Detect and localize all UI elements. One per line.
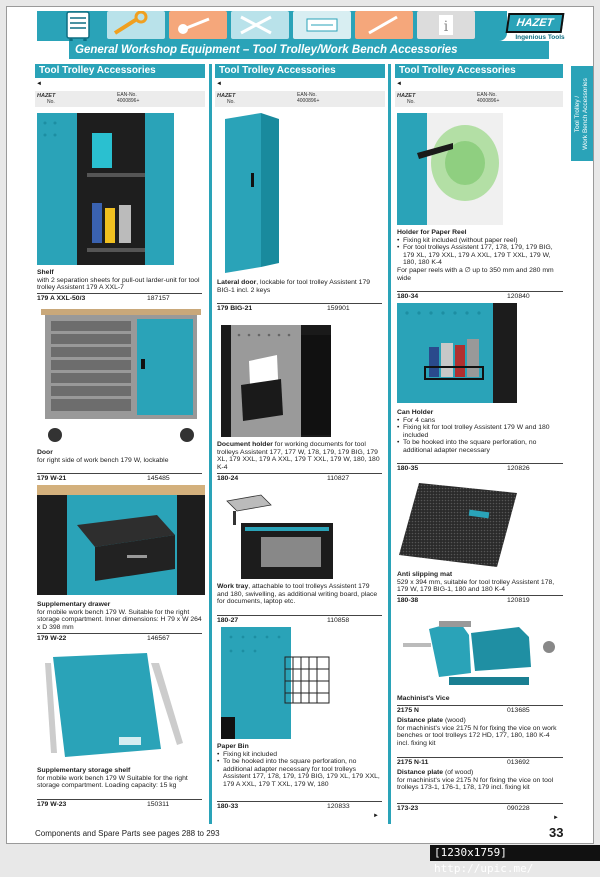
side-tab: Tool Trolley /Work Bench Accessories	[571, 66, 593, 161]
trolley-icon	[63, 10, 93, 42]
ean-header: HAZET No. EAN-No.4000896+	[395, 91, 563, 107]
column-title: Tool Trolley Accessories	[215, 64, 385, 78]
work-tray-image	[221, 493, 333, 579]
door-image	[41, 309, 201, 445]
pliers-icon	[231, 11, 289, 39]
column-title: Tool Trolley Accessories	[35, 64, 205, 78]
section-title: General Workshop Equipment – Tool Trolle…	[69, 41, 549, 59]
ean-header: HAZET No. EAN-No.4000896+	[215, 91, 385, 107]
column-divider	[209, 64, 212, 824]
paper-reel-holder-image	[397, 113, 503, 225]
product-description: Holder for Paper Reel Fixing kit include…	[397, 229, 563, 282]
product-description: Work tray, attachable to tool trolleys A…	[217, 583, 378, 606]
arrow-left-icon: ◄	[216, 81, 222, 87]
footer-note: Components and Spare Parts see pages 288…	[35, 829, 220, 838]
storage-shelf-image	[43, 653, 193, 763]
ean-header: HAZET No. EAN-No.4000896+	[35, 91, 205, 107]
side-tab-label: Tool Trolley /Work Bench Accessories	[574, 77, 589, 150]
product-description: Lateral door, lockable for tool trolley …	[217, 279, 370, 294]
column-2: Tool Trolley Accessories ◄ HAZET No. EAN…	[215, 64, 385, 107]
arrow-right-icon: ►	[373, 813, 379, 819]
product-description: Distance plate (wood)for machinist's vic…	[397, 717, 557, 747]
shelf-image	[37, 113, 174, 265]
can-holder-image	[397, 303, 517, 403]
catalog-page: i General Workshop Equipment – Tool Trol…	[6, 6, 594, 844]
product-description: Can Holder For 4 cansFixing kit for tool…	[397, 409, 563, 455]
paper-bin-image	[221, 627, 335, 739]
torque-icon	[355, 11, 413, 39]
product-description: Machinist's Vice	[397, 695, 450, 702]
column-divider	[388, 64, 391, 824]
column-title: Tool Trolley Accessories	[395, 64, 563, 78]
brand-wordmark: HAZET	[505, 13, 565, 33]
page-number: 33	[549, 825, 564, 840]
arrow-right-icon: ►	[553, 815, 559, 821]
brand-tagline: Ingenious Tools	[515, 34, 565, 41]
screwdriver-icon	[169, 11, 227, 39]
drawer-image	[37, 485, 205, 595]
vice-image	[399, 607, 559, 693]
watermark-link[interactable]: [1230x1759] http://upic.me/	[430, 845, 600, 875]
info-icon: i	[417, 11, 475, 39]
anti-slipping-mat-image	[399, 481, 519, 569]
product-description: Paper Bin Fixing kit includedTo be hooke…	[217, 743, 382, 789]
arrow-left-icon: ◄	[396, 81, 402, 87]
svg-text:i: i	[444, 19, 449, 35]
product-description: Document holder for working documents fo…	[217, 441, 380, 471]
wrench-icon	[107, 11, 165, 39]
column-3: Tool Trolley Accessories ◄ HAZET No. EAN…	[395, 64, 563, 107]
column-1: Tool Trolley Accessories ◄ HAZET No. EAN…	[35, 64, 205, 107]
gauge-icon	[293, 11, 351, 39]
arrow-left-icon: ◄	[36, 81, 42, 87]
document-holder-image	[221, 325, 331, 437]
lateral-door-image	[221, 113, 281, 273]
product-description: Distance plate (of wood)for machinist's …	[397, 769, 554, 792]
